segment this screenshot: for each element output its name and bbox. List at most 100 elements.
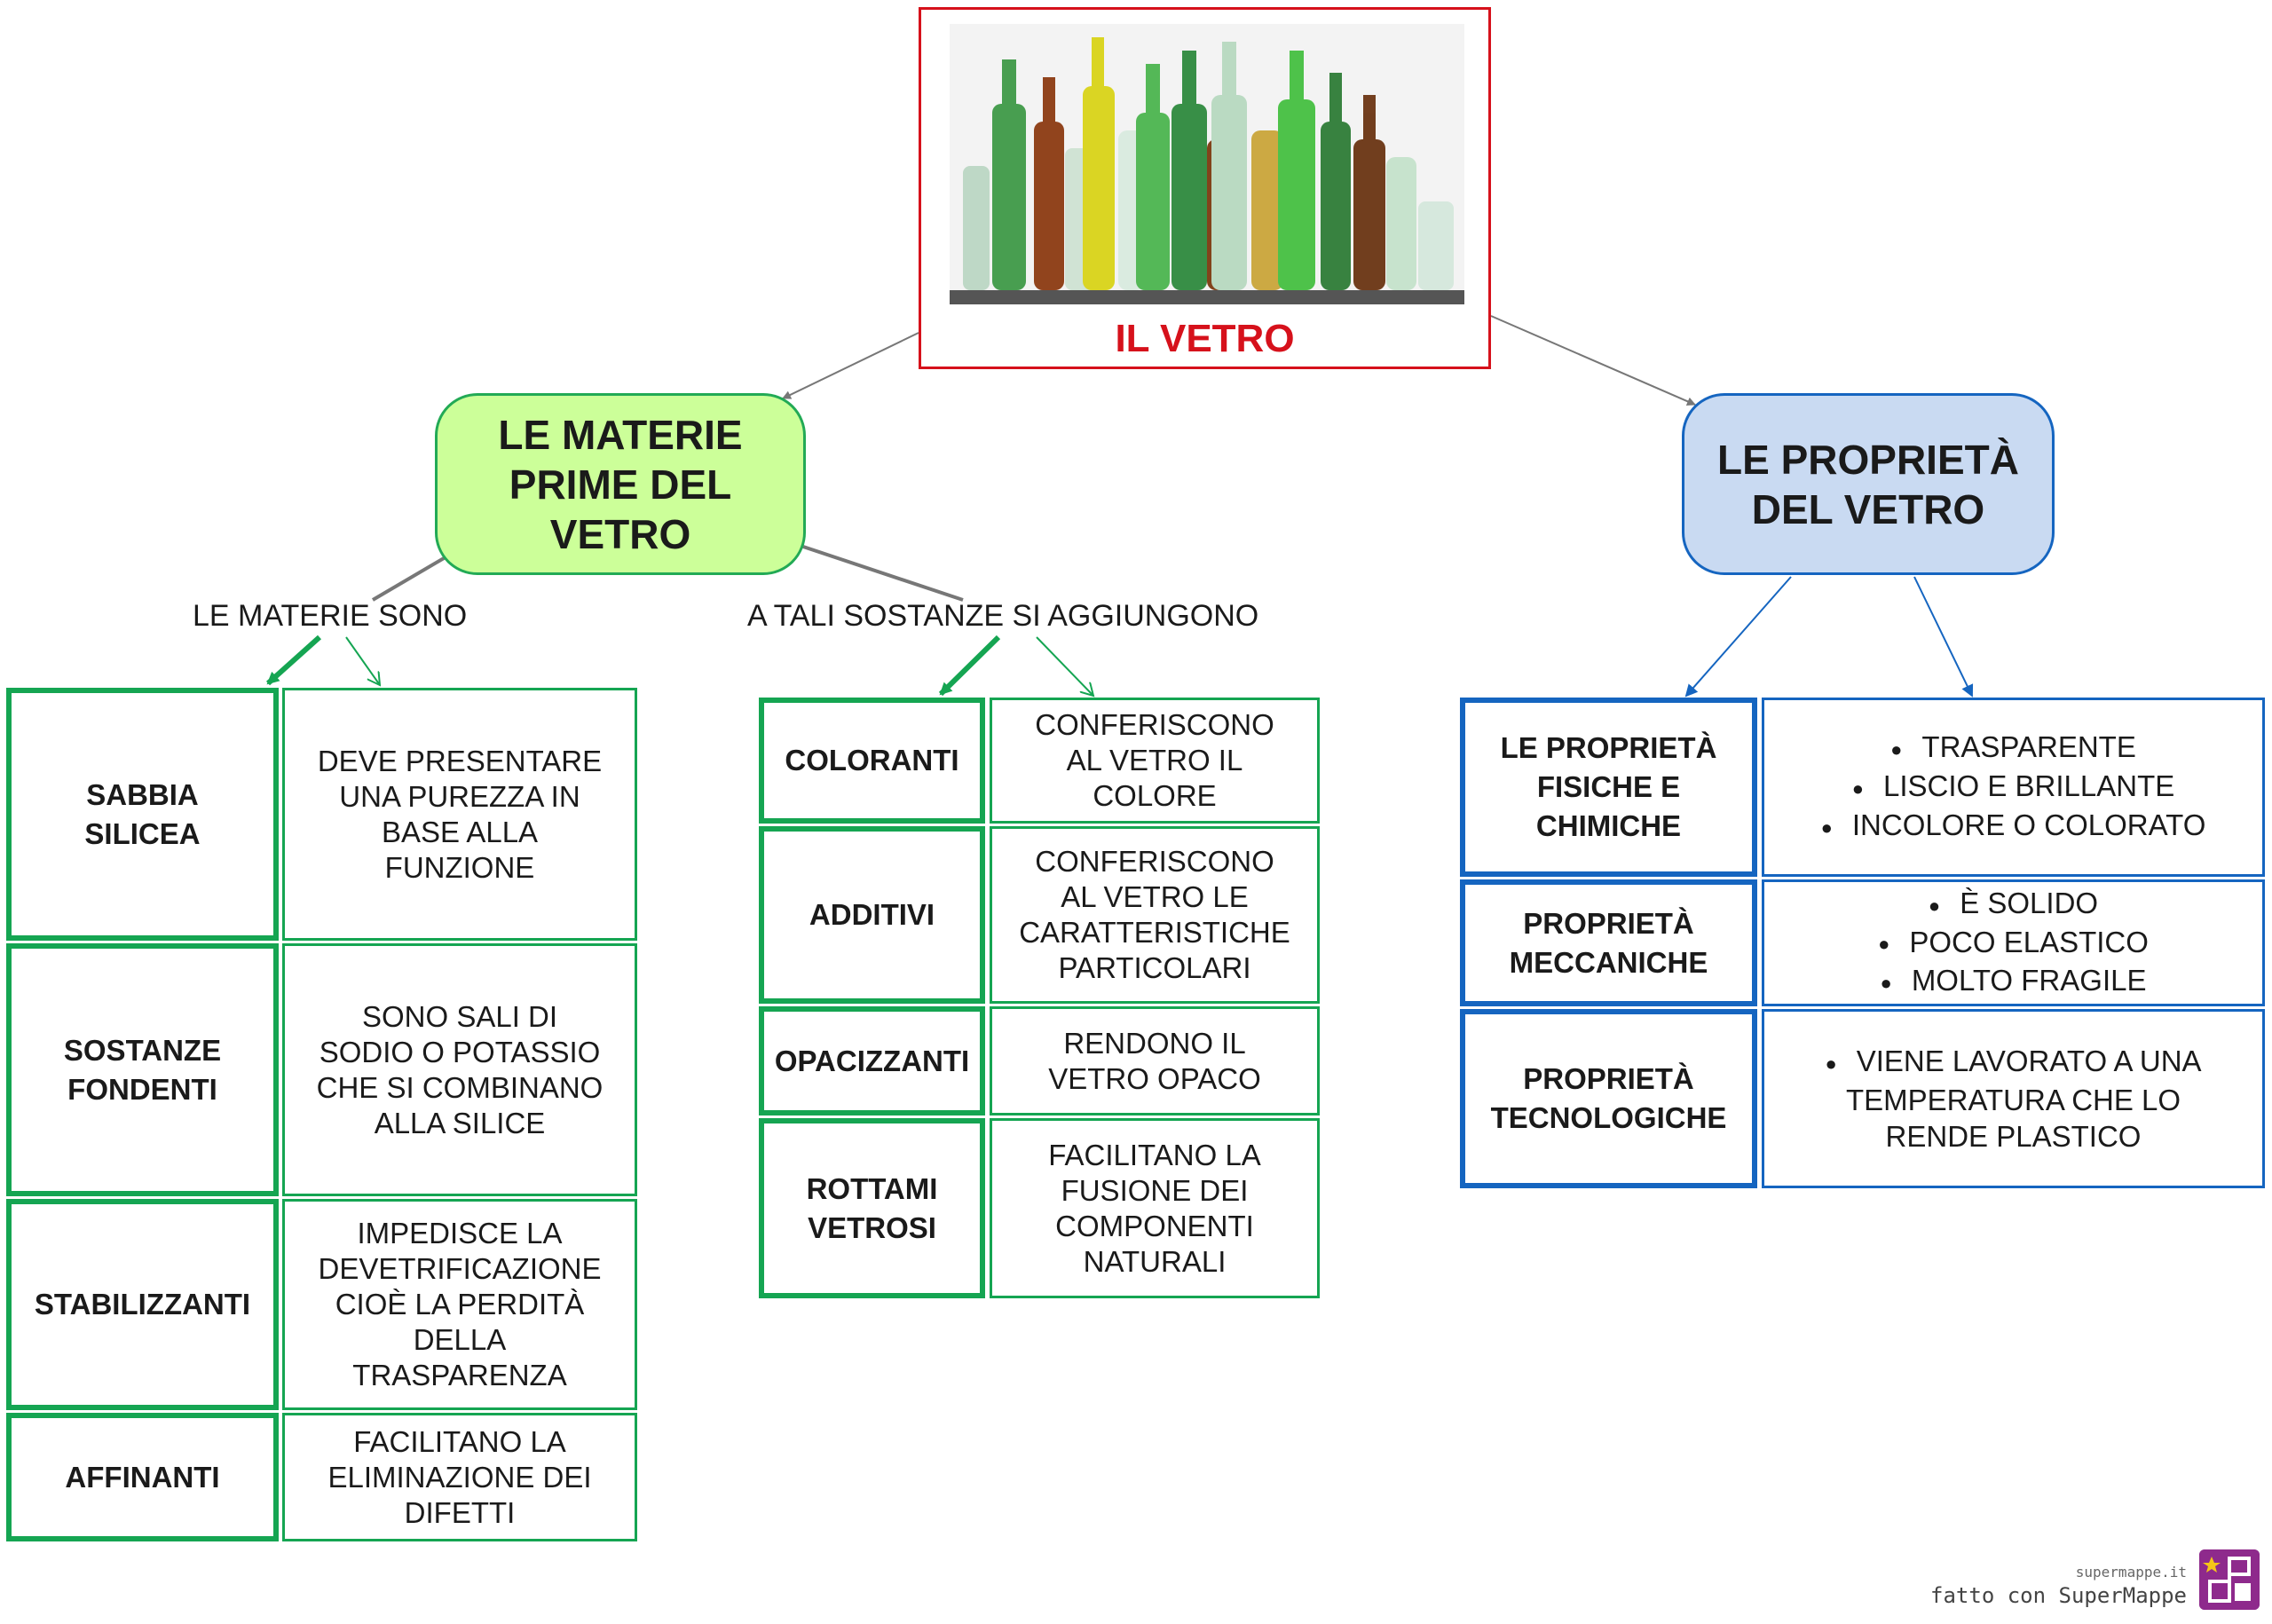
text-line: CHE SI COMBINANO bbox=[316, 1070, 604, 1104]
bullet-text: È SOLIDO bbox=[1960, 886, 2099, 919]
bullet-text: POCO ELASTICO bbox=[1909, 925, 2149, 958]
node-line: DEL VETRO bbox=[1751, 485, 1985, 532]
edge-to-sabbia bbox=[265, 635, 322, 686]
bullet-text-continued: RENDE PLASTICO bbox=[1885, 1119, 2142, 1153]
text-line: CONFERISCONO bbox=[1035, 708, 1274, 741]
text-line: VETRO OPACO bbox=[1048, 1061, 1261, 1095]
text-line: COLORANTI bbox=[785, 744, 959, 777]
text-line: FACILITANO LA bbox=[1048, 1138, 1261, 1171]
text-line: FACILITANO LA bbox=[353, 1424, 566, 1458]
text-line: ALLA SILICE bbox=[374, 1106, 546, 1139]
sostanza-key: ROTTAMI VETROSI bbox=[759, 1118, 985, 1298]
edge-root-proprieta bbox=[1490, 315, 1696, 406]
node-materie-prime: LE MATERIE PRIME DEL VETRO bbox=[435, 393, 806, 575]
text-line: SABBIA bbox=[86, 777, 199, 811]
text-line: DIFETTI bbox=[404, 1495, 516, 1529]
bullet-icon: ● bbox=[1820, 816, 1833, 839]
bullet-text: MOLTO FRAGILE bbox=[1911, 964, 2147, 997]
text-line: NATURALI bbox=[1083, 1244, 1227, 1278]
text-line: DEVE PRESENTARE bbox=[317, 744, 603, 777]
text-line: SILICEA bbox=[84, 816, 201, 850]
node-line: LE PROPRIETÀ bbox=[1717, 436, 2019, 483]
edge-to-coloranti bbox=[938, 635, 1001, 697]
text-line: AL VETRO LE bbox=[1061, 880, 1249, 913]
supermappe-logo-icon bbox=[2199, 1549, 2260, 1610]
text-line: MECCANICHE bbox=[1509, 945, 1708, 979]
bullet-item: ● TRASPARENTE bbox=[1890, 729, 2136, 768]
proprieta-key: PROPRIETÀ MECCANICHE bbox=[1460, 879, 1757, 1006]
materia-key: SOSTANZE FONDENTI bbox=[6, 943, 279, 1196]
text-line: TECNOLOGICHE bbox=[1490, 1101, 1727, 1134]
edge-to-coloranti-desc bbox=[1036, 636, 1093, 696]
text-line: PARTICOLARI bbox=[1058, 951, 1251, 984]
proprieta-description: ● È SOLIDO ●POCO ELASTICO ● MOLTO FRAGILE bbox=[1762, 879, 2265, 1006]
edge-materie-label-left bbox=[371, 550, 456, 602]
text-line: RENDONO IL bbox=[1063, 1026, 1246, 1060]
bullet-item: ●VIENE LAVORATO A UNA bbox=[1825, 1043, 2201, 1082]
text-line: SODIO O POTASSIO bbox=[319, 1035, 601, 1068]
text-line: TRASPARENZA bbox=[352, 1359, 567, 1391]
materia-key: STABILIZZANTI bbox=[6, 1199, 279, 1410]
bullet-item: ● LISCIO E BRILLANTE bbox=[1852, 768, 2175, 807]
text-line: BASE ALLA bbox=[381, 815, 539, 848]
text-line: UNA PUREZZA IN bbox=[339, 779, 580, 813]
bullet-item: ●INCOLORE O COLORATO bbox=[1821, 807, 2206, 846]
bullet-icon: ● bbox=[1928, 894, 1941, 917]
node-line: VETRO bbox=[549, 510, 691, 557]
credit-site: supermappe.it bbox=[2075, 1564, 2187, 1581]
text-line: SONO SALI DI bbox=[361, 999, 558, 1033]
link-label-materie-sono: LE MATERIE SONO bbox=[193, 599, 468, 633]
sostanza-key: COLORANTI bbox=[759, 698, 985, 824]
text-line: VETROSI bbox=[808, 1210, 936, 1244]
text-line: IMPEDISCE LA bbox=[357, 1217, 563, 1250]
proprieta-description: ●VIENE LAVORATO A UNA TEMPERATURA CHE LO… bbox=[1762, 1009, 2265, 1188]
sostanza-description: CONFERISCONO AL VETRO LE CARATTERISTICHE… bbox=[990, 826, 1320, 1004]
sostanza-key: ADDITIVI bbox=[759, 826, 985, 1004]
text-line: COLORE bbox=[1093, 779, 1217, 812]
proprieta-key: PROPRIETÀ TECNOLOGICHE bbox=[1460, 1009, 1757, 1188]
materia-description: SONO SALI DI SODIO O POTASSIO CHE SI COM… bbox=[282, 943, 637, 1196]
text-line: AFFINANTI bbox=[65, 1460, 220, 1494]
sostanza-key: OPACIZZANTI bbox=[759, 1006, 985, 1116]
text-line: COMPONENTI bbox=[1055, 1209, 1254, 1242]
proprieta-description: ● TRASPARENTE ● LISCIO E BRILLANTE ●INCOLO… bbox=[1762, 698, 2265, 877]
bullet-item: ● MOLTO FRAGILE bbox=[1881, 962, 2147, 1001]
text-line: FONDENTI bbox=[67, 1072, 217, 1106]
materia-key: SABBIA SILICEA bbox=[6, 688, 279, 941]
bullet-icon: ● bbox=[1880, 972, 1892, 995]
text-line: CIOÈ LA PERDITÀ bbox=[335, 1288, 585, 1320]
glass-bottles-image bbox=[950, 24, 1464, 304]
text-line: PROPRIETÀ bbox=[1523, 906, 1694, 940]
text-line: PROPRIETÀ bbox=[1523, 1062, 1694, 1095]
materia-description: FACILITANO LA ELIMINAZIONE DEI DIFETTI bbox=[282, 1413, 637, 1541]
text-line: ADDITIVI bbox=[809, 898, 935, 931]
proprieta-key: LE PROPRIETÀ FISICHE E CHIMICHE bbox=[1460, 698, 1757, 877]
text-line: DEVETRIFICAZIONE bbox=[318, 1252, 602, 1285]
text-line: FUNZIONE bbox=[384, 850, 535, 884]
bullet-text: TRASPARENTE bbox=[1921, 730, 2136, 764]
text-line: FISICHE E bbox=[1536, 770, 1681, 803]
text-line: FUSIONE DEI bbox=[1061, 1173, 1249, 1207]
edge-to-fisiche bbox=[1684, 576, 1792, 698]
text-line: ELIMINAZIONE DEI bbox=[327, 1460, 592, 1494]
bullet-text: LISCIO E BRILLANTE bbox=[1883, 769, 2175, 803]
text-line: CHIMICHE bbox=[1535, 809, 1682, 842]
credit-made-with: fatto con SuperMappe bbox=[1930, 1583, 2187, 1608]
text-line: SOSTANZE bbox=[63, 1033, 222, 1067]
bullet-item: ●POCO ELASTICO bbox=[1878, 924, 2149, 963]
text-line: CONFERISCONO bbox=[1035, 845, 1274, 878]
materia-key: AFFINANTI bbox=[6, 1413, 279, 1541]
materia-description: IMPEDISCE LA DEVETRIFICAZIONE CIOÈ LA PE… bbox=[282, 1199, 637, 1410]
root-node: IL VETRO bbox=[919, 7, 1491, 369]
edge-to-sabbia-desc bbox=[345, 636, 380, 685]
root-title: IL VETRO bbox=[1115, 317, 1295, 360]
text-line: STABILIZZANTI bbox=[34, 1288, 251, 1320]
bullet-item: ● È SOLIDO bbox=[1929, 885, 2098, 924]
bullet-icon: ● bbox=[1825, 1052, 1837, 1075]
edge-root-materie bbox=[782, 332, 919, 399]
bullet-icon: ● bbox=[1851, 777, 1864, 800]
bullet-icon: ● bbox=[1890, 738, 1903, 761]
text-line: ROTTAMI bbox=[806, 1171, 938, 1205]
bullet-text-continued: TEMPERATURA CHE LO bbox=[1845, 1083, 2181, 1116]
